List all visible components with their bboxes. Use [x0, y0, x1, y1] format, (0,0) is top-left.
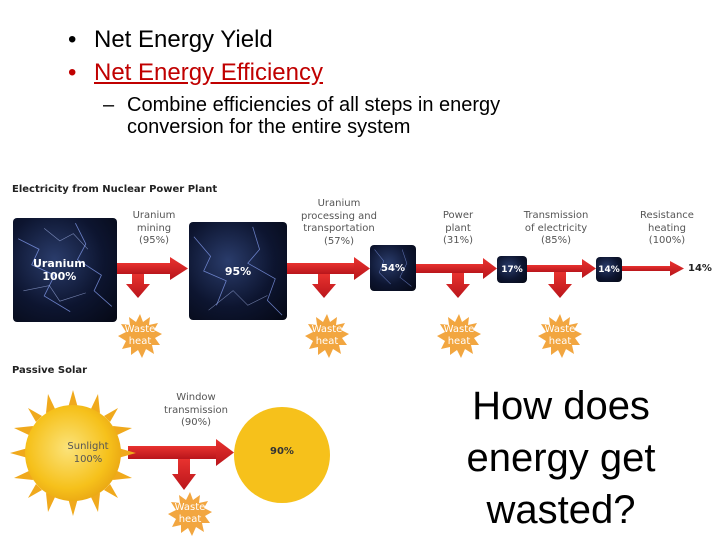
- result-54-text: 54%: [381, 262, 405, 274]
- net-energy-efficiency-link[interactable]: Net Energy Efficiency: [94, 59, 323, 86]
- solar-flow-arrow: [128, 439, 234, 490]
- flow-arrow: [287, 257, 370, 298]
- bullet-dot: •: [68, 26, 77, 53]
- sub-bullet-dash: –: [103, 94, 115, 116]
- result-box-14: 14%: [596, 257, 622, 282]
- bullet-text: Net Energy Yield: [94, 26, 273, 53]
- result-box-54: 54%: [370, 245, 416, 291]
- bullet-net-energy-yield: • Net Energy Yield: [68, 26, 273, 54]
- sun-icon: [10, 390, 136, 516]
- solar-result-90: 90%: [270, 446, 294, 457]
- flow-arrow: [416, 258, 497, 298]
- final-result-14: 14%: [688, 263, 712, 274]
- result-95-text: 95%: [224, 264, 252, 278]
- sub-bullet: – Combine efficiencies of all steps in e…: [103, 94, 597, 138]
- solar-result-circle: [234, 407, 330, 503]
- nuclear-section-title: Electricity from Nuclear Power Plant: [12, 184, 218, 195]
- question-text: How does energy get wasted?: [466, 384, 656, 532]
- flow-arrow: [622, 261, 684, 276]
- flow-arrow: [117, 257, 188, 298]
- bullet-net-energy-efficiency[interactable]: • Net Energy Efficiency: [68, 59, 323, 87]
- result-box-17: 17%: [497, 256, 527, 283]
- result-box-95: 95%: [189, 222, 287, 320]
- result-17-text: 17%: [501, 264, 523, 275]
- result-14-text: 14%: [598, 264, 620, 275]
- solar-section-title: Passive Solar: [12, 365, 88, 376]
- flow-arrow: [527, 259, 596, 298]
- sub-bullet-text: Combine efficiencies of all steps in ene…: [127, 94, 501, 138]
- bullet-dot: •: [68, 59, 77, 86]
